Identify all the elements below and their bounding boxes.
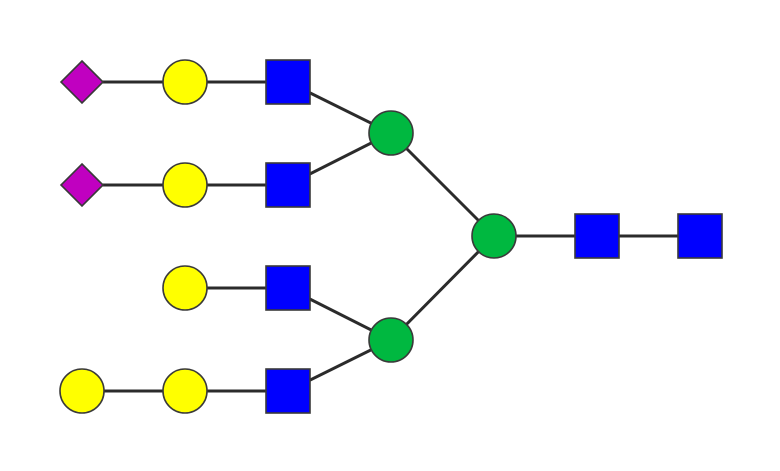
glcnac-1-square-icon [266, 60, 310, 104]
glcnac-3-square-icon [266, 266, 310, 310]
gal-1-circle-icon [163, 60, 207, 104]
neu5ac-1-diamond-icon [61, 61, 103, 103]
glcnac-core-1-square-icon [575, 214, 619, 258]
neu5ac-2-diamond-icon [61, 164, 103, 206]
gal-4b-circle-icon [163, 369, 207, 413]
gal-2-circle-icon [163, 163, 207, 207]
gal-4a-circle-icon [60, 369, 104, 413]
glcnac-core-2-square-icon [678, 214, 722, 258]
glcnac-4-square-icon [266, 369, 310, 413]
man-upper-circle-icon [369, 111, 413, 155]
man-lower-circle-icon [369, 318, 413, 362]
man-core-circle-icon [472, 214, 516, 258]
gal-3-circle-icon [163, 266, 207, 310]
glcnac-2-square-icon [266, 163, 310, 207]
